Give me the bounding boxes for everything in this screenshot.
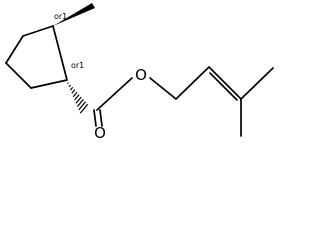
alkene-double-bond bbox=[208, 66, 242, 101]
bond-ch2-ch bbox=[175, 66, 210, 100]
bond-carbonyl-ester-oxygen bbox=[96, 77, 133, 111]
bond-alkene-methyl-top bbox=[240, 67, 274, 100]
carbonyl-oxygen-label: O bbox=[94, 124, 106, 141]
carbonyl-double-bond bbox=[93, 109, 103, 127]
ring-bond-c5-c1 bbox=[30, 79, 68, 89]
cyclopentane-ring bbox=[5, 25, 68, 89]
carboxyl-hash-bond bbox=[67, 82, 89, 114]
stereo-label-c1: or1 bbox=[71, 61, 84, 70]
ring-bond-c2-c3 bbox=[22, 25, 54, 37]
chemical-structure: or1 or1 O O bbox=[5, 3, 274, 141]
ring-bond-c3-c4 bbox=[5, 35, 24, 64]
ester-oxygen-label: O bbox=[135, 66, 147, 84]
stereo-label-c2: or1 bbox=[54, 12, 67, 21]
ring-bond-c4-c5 bbox=[5, 62, 32, 89]
methyl-wedge-bond bbox=[53, 3, 95, 26]
bond-ester-oxygen-ch2 bbox=[149, 77, 177, 100]
ring-bond-c1-c2 bbox=[52, 25, 68, 81]
